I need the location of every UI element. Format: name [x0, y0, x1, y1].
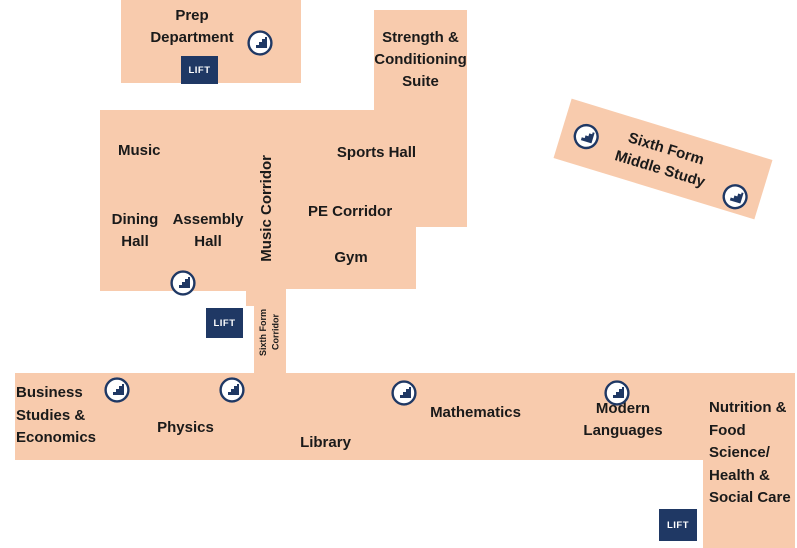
room-label-physics: Physics [157, 419, 214, 436]
room-sixth-form-middle-study: Sixth Form Middle Study [553, 98, 773, 220]
room-label-library: Library [300, 434, 351, 451]
room-label-strength: Strength & Conditioning Suite [374, 29, 467, 90]
stairs-icon [570, 120, 602, 152]
room-dining-hall: Dining Hall [100, 201, 170, 291]
lift-badge: LIFT [206, 308, 243, 338]
room-gym: Gym [286, 227, 416, 289]
room-label-modern-languages: Modern Languages [583, 400, 663, 439]
room-label-prep: Prep Department [150, 7, 234, 46]
room-label-gym: Gym [334, 249, 368, 267]
room-label-music-corridor: Music Corridor [257, 154, 275, 262]
room-music: Music [100, 110, 246, 201]
room-strength-conditioning: Strength & Conditioning Suite [374, 10, 467, 110]
room-label-assembly-hall: Assembly Hall [172, 211, 244, 250]
room-sports-hall: Sports Hall [286, 110, 467, 196]
lift-badge: LIFT [659, 509, 697, 541]
stairs-icon [104, 377, 130, 403]
room-label-dining-hall: Dining Hall [111, 211, 159, 250]
room-bottom-corridor [15, 373, 705, 460]
room-label-sixth-form-corridor: Sixth Form Corridor [258, 309, 281, 357]
room-pe-corridor: PE Corridor [286, 196, 467, 227]
room-label-business: Business Studies & Economics [16, 384, 97, 446]
stairs-icon [247, 30, 273, 56]
room-nutrition: Nutrition & Food Science/ Health & Socia… [703, 373, 795, 548]
room-label-middle-study: Sixth Form Middle Study [612, 129, 708, 191]
room-music-corridor: Music Corridor [246, 110, 286, 306]
stairs-icon [170, 270, 196, 296]
stairs-icon [391, 380, 417, 406]
room-label-mathematics: Mathematics [430, 404, 521, 421]
room-label-sports-hall: Sports Hall [336, 144, 417, 162]
room-sixth-form-corridor: Sixth Form Corridor [254, 291, 286, 375]
stairs-icon [219, 377, 245, 403]
lift-badge: LIFT [181, 56, 218, 84]
room-label-music: Music [118, 142, 161, 159]
room-label-pe-corridor: PE Corridor [308, 202, 393, 220]
stairs-icon [719, 181, 751, 213]
stairs-icon [604, 380, 630, 406]
room-label-nutrition: Nutrition & Food Science/ Health & Socia… [709, 399, 791, 506]
